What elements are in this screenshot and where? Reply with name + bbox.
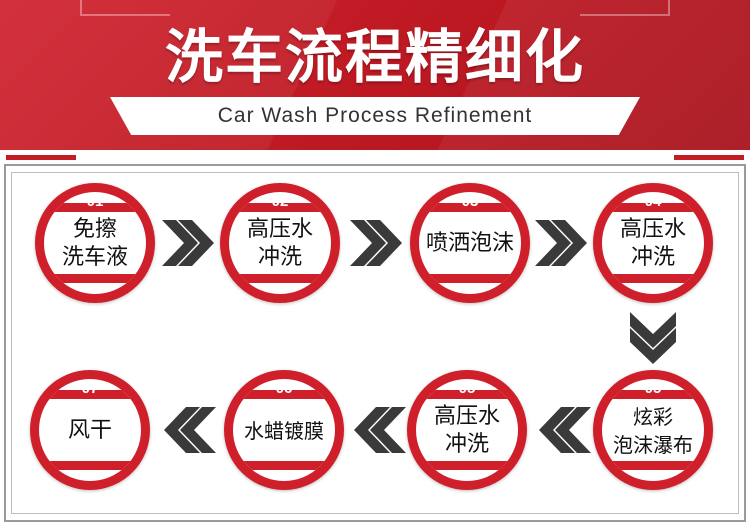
step-label: 高压水 冲洗	[419, 402, 515, 460]
step-circle-1: 01 免擦 洗车液	[35, 183, 155, 303]
step-label: 免擦 洗车液	[47, 215, 143, 273]
step-label: 高压水 冲洗	[232, 215, 328, 273]
step-label: 炫彩 泡沫瀑布	[605, 402, 701, 460]
banner-frame-line	[668, 0, 670, 14]
step-number: 02	[271, 193, 289, 210]
step-label: 风干	[42, 402, 138, 460]
step-label: 高压水 冲洗	[605, 215, 701, 273]
step-circle-4: 04 高压水 冲洗	[593, 183, 713, 303]
process-panel-inner	[11, 172, 739, 514]
frame-accent	[674, 155, 744, 160]
step-label: 喷洒泡沫	[422, 215, 518, 273]
step-number: 01	[86, 193, 104, 210]
step-label-line: 喷洒泡沫	[425, 231, 514, 256]
step-circle-7: 06 水蜡镀膜	[224, 370, 344, 490]
step-number: 04	[644, 193, 662, 210]
step-circle-8: 07 风干	[30, 370, 150, 490]
step-number: 03	[461, 193, 479, 210]
double-chevron-icon	[162, 220, 214, 266]
banner-frame-line	[580, 14, 670, 16]
step-label-line: 泡沫瀑布	[613, 433, 693, 457]
step-circle-2: 02 高压水 冲洗	[220, 183, 340, 303]
step-label-line: 水蜡镀膜	[244, 419, 324, 443]
step-label: 水蜡镀膜	[236, 402, 332, 460]
double-chevron-icon	[539, 407, 591, 453]
header-banner: 洗车流程精细化 Car Wash Process Refinement	[0, 0, 750, 150]
step-label-line: 冲洗	[444, 432, 489, 457]
step-label-line: 风干	[67, 418, 112, 443]
step-number: 05	[644, 380, 662, 397]
frame-accent	[6, 155, 76, 160]
step-label-line: 冲洗	[630, 245, 675, 270]
step-label-line: 高压水	[433, 404, 500, 429]
page-subtitle: Car Wash Process Refinement	[217, 104, 533, 127]
banner-frame-line	[80, 14, 170, 16]
step-label-line: 免擦	[72, 217, 117, 242]
step-label-line: 炫彩	[633, 405, 673, 429]
step-circle-6: 05 高压水 冲洗	[407, 370, 527, 490]
step-circle-5: 05 炫彩 泡沫瀑布	[593, 370, 713, 490]
double-chevron-icon	[630, 312, 676, 364]
step-number: 07	[81, 380, 99, 397]
subtitle-plate: Car Wash Process Refinement	[110, 97, 640, 135]
step-circle-3: 03 喷洒泡沫	[410, 183, 530, 303]
double-chevron-icon	[535, 220, 587, 266]
step-label-line: 高压水	[246, 217, 313, 242]
step-label-line: 冲洗	[257, 245, 302, 270]
double-chevron-icon	[350, 220, 402, 266]
banner-frame-line	[80, 0, 82, 14]
double-chevron-icon	[354, 407, 406, 453]
step-number: 06	[275, 380, 293, 397]
page-title: 洗车流程精细化	[164, 23, 585, 91]
double-chevron-icon	[164, 407, 216, 453]
step-label-line: 高压水	[619, 217, 686, 242]
step-number: 05	[458, 380, 476, 397]
step-label-line: 洗车液	[61, 245, 128, 270]
